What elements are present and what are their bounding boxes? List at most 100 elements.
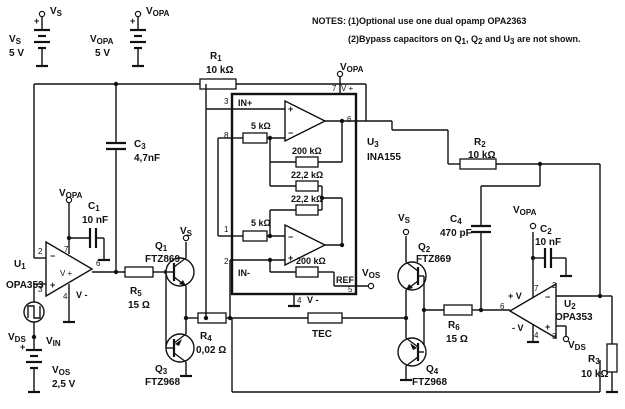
vos-ina-label: VOS — [362, 268, 381, 280]
vos-batt-label: VOS — [52, 365, 71, 377]
ina-r5k-bot — [242, 230, 268, 242]
svg-text:+: + — [288, 104, 293, 114]
vs-top-terminal — [38, 10, 46, 18]
vopa-ina-label: VOPA — [340, 62, 364, 74]
vs-q2-terminal — [402, 228, 410, 236]
vds-u1-label: VDS — [8, 332, 26, 344]
u2-part: OPA353 — [555, 312, 593, 323]
tec-element — [307, 312, 343, 324]
q4-part: FTZ968 — [412, 377, 447, 388]
ina-pin-in-plus: IN+ — [238, 98, 252, 108]
vs-q1-label: VS — [180, 226, 193, 238]
svg-text:−: − — [50, 251, 55, 261]
r2-label: R2 — [474, 137, 486, 149]
r1-value: 10 kΩ — [206, 65, 233, 76]
svg-text:+: + — [130, 16, 135, 26]
q1-transistor: VS Q1 FTZ869 — [145, 226, 195, 318]
u2-opamp: − + + V - V 6 2 3 7 4 VDS VOPA U2 OPA353 — [481, 205, 612, 352]
ina-r22k-a — [295, 180, 319, 192]
r5-resistor-group: R5 15 Ω — [124, 266, 169, 348]
c2-value: 10 nF — [535, 237, 561, 248]
r6-resistor-group: R6 15 Ω — [421, 304, 481, 345]
c1-capacitor: C1 10 nF — [66, 201, 110, 262]
q4-transistor: Q4 FTZ968 — [397, 318, 447, 388]
r6-resistor — [443, 304, 473, 316]
svg-text:−: − — [288, 232, 293, 242]
ina-r200k-top-label: 200 kΩ — [292, 146, 322, 156]
ina-amp-top — [284, 99, 327, 143]
u1-pin7: 7 — [64, 245, 69, 254]
u2-pin3: 3 — [552, 332, 557, 341]
vos-batt-value: 2,5 V — [52, 379, 76, 390]
q1-part: FTZ869 — [145, 254, 180, 265]
ina-r200k-top — [295, 156, 319, 168]
u3-part: INA155 — [367, 152, 401, 163]
q3-label: Q3 — [155, 364, 168, 376]
tec-label: TEC — [312, 329, 332, 340]
ina-r22k-b-label: 22,2 kΩ — [291, 194, 323, 204]
q1-label: Q1 — [155, 241, 168, 253]
c2-capacitor: C2 10 nF — [530, 224, 572, 278]
battery-vopa: + VOPA VOPA 5 V — [90, 6, 170, 68]
u3-label: U3 — [367, 137, 379, 149]
vs-q1-terminal — [182, 234, 190, 242]
r2-resistor-group: R2 10 kΩ — [366, 120, 601, 296]
ina-pin2: 2 — [224, 257, 229, 266]
ina-ref-label: REF — [336, 275, 355, 285]
q3-transistor: Q3 FTZ968 — [145, 315, 195, 388]
u2-vopa-label: VOPA — [513, 205, 537, 217]
u2-pin4: 4 — [534, 331, 539, 340]
ina-r22k-b — [295, 204, 319, 216]
r6-label: R6 — [448, 320, 460, 332]
u3-ina155: IN+ IN- V + V - REF 3 8 1 2 7 6 5 4 + − … — [206, 62, 401, 318]
ina-pin4: 4 — [297, 296, 302, 305]
ina-pin3: 3 — [224, 97, 229, 106]
c3-capacitor: C3 4,7nF — [106, 84, 160, 272]
u2-pin2: 2 — [552, 281, 557, 290]
svg-text:−: − — [288, 128, 293, 138]
bridge-output: R4 0,02 Ω TEC — [186, 84, 406, 356]
c3-value: 4,7nF — [134, 153, 160, 164]
u2-vopa-terminal — [529, 222, 537, 230]
c4-label: C4 — [450, 214, 462, 226]
c1-value: 10 nF — [82, 215, 108, 226]
r5-value: 15 Ω — [128, 300, 150, 311]
q4-label: Q4 — [426, 364, 439, 376]
vs-q2-label: VS — [398, 213, 411, 225]
svg-text:+: + — [50, 280, 55, 290]
vopa-top-label: VOPA — [146, 6, 170, 18]
c4-value: 470 pF — [440, 228, 472, 239]
ina-pin8: 8 — [224, 131, 229, 140]
notes-header: NOTES: — [312, 16, 346, 26]
vopa-top-terminal — [134, 10, 142, 18]
q2-label: Q2 — [418, 242, 431, 254]
notes: NOTES: (1)Optional use one dual opamp OP… — [312, 16, 580, 46]
vin-label: VIN — [46, 336, 61, 348]
notes-line2: (2)Bypass capacitors on Q1, Q2 and U3 ar… — [348, 34, 580, 46]
r3-label: R3 — [588, 354, 600, 366]
r4-label: R4 — [200, 331, 212, 343]
bottom-return — [231, 318, 601, 393]
u2-pin6: 6 — [500, 302, 505, 311]
vos-ina-terminal — [367, 282, 375, 290]
c2-label: C2 — [540, 224, 552, 236]
u1-part: OPA353 — [6, 280, 44, 291]
ina-pin-in-minus: IN- — [238, 268, 250, 278]
ina-pin5: 5 — [348, 285, 353, 294]
svg-text:−: − — [545, 292, 550, 302]
vopa-batt-label: VOPA — [90, 34, 114, 46]
u2-label: U2 — [564, 299, 576, 311]
svg-text:V +: V + — [341, 84, 354, 93]
battery-vs: + VS VS 5 V — [9, 6, 63, 68]
u1-triangle — [45, 240, 94, 298]
svg-text:+: + — [545, 322, 550, 332]
u1-pin4: 4 — [63, 292, 68, 301]
r6-value: 15 Ω — [446, 334, 468, 345]
r3-value: 10 kΩ — [581, 369, 608, 380]
vs-batt-label: VS — [9, 34, 22, 46]
ina-pin7: 7 — [332, 84, 337, 93]
u2-triangle — [508, 282, 557, 340]
svg-text:V -: V - — [76, 290, 88, 300]
svg-text:V +: V + — [60, 269, 73, 278]
